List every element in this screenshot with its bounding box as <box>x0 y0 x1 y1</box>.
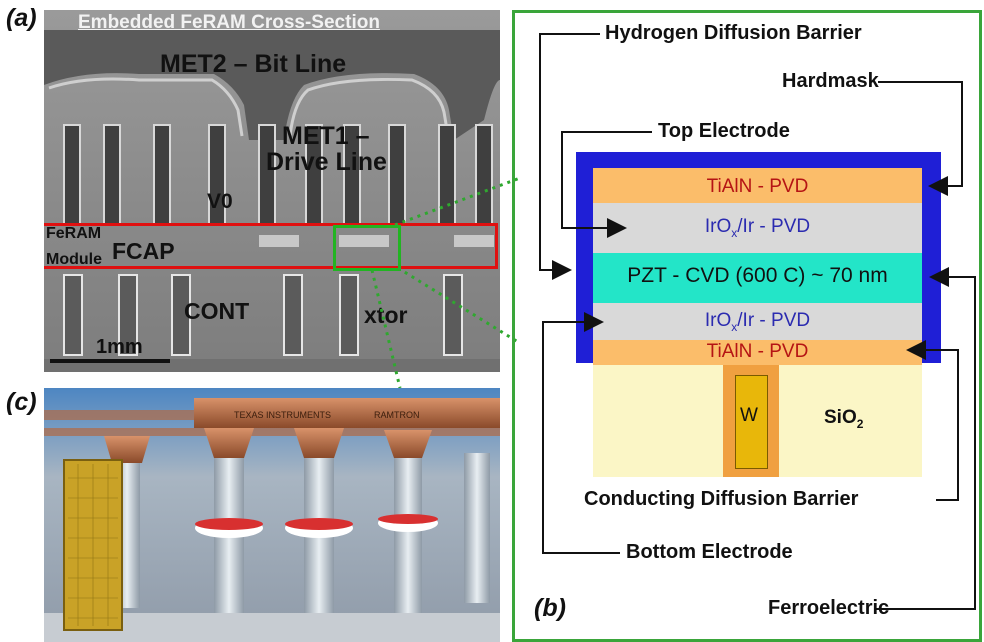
scale-bar-label: 1mm <box>96 336 143 358</box>
callout-top-electrode: Top Electrode <box>658 120 790 142</box>
tialn-bottom-text: TiAlN - PVD <box>706 341 809 362</box>
met2-label: MET2 – Bit Line <box>160 50 347 78</box>
irox-bottom-layer <box>593 303 922 343</box>
irox-top-text: IrOx/Ir - PVD <box>593 216 922 240</box>
panel-a-label: (a) <box>6 4 37 32</box>
panel-c-label: (c) <box>6 388 37 416</box>
irox-bottom-rest: /Ir - PVD <box>737 310 811 331</box>
irox-bottom-sub: x <box>731 319 738 334</box>
cont-label: CONT <box>184 298 250 324</box>
w-label: W <box>740 405 758 426</box>
callout-ferroelectric: Ferroelectric <box>768 597 890 619</box>
xtor-label: xtor <box>364 302 408 328</box>
pzt-layer <box>593 253 922 303</box>
irox-top-layer <box>593 203 922 253</box>
tungsten-plug <box>735 375 768 469</box>
chip-3d-rendering: TEXAS INSTRUMENTS RAMTRON <box>44 388 500 642</box>
sem-cross-section-image: Embedded FeRAM Cross-Section MET2 – Bit … <box>44 10 500 372</box>
sio2-main: SiO <box>824 407 857 428</box>
callout-hardmask: Hardmask <box>782 70 879 92</box>
tialn-top-layer <box>593 168 922 203</box>
tialn-bottom-layer <box>593 340 922 365</box>
panel-b-label: (b) <box>534 594 566 622</box>
met1-label-line2: Drive Line <box>266 148 387 176</box>
sio2-text: SiO2 <box>824 407 863 431</box>
callout-bottom-electrode: Bottom Electrode <box>626 541 793 563</box>
feram-label-line2: Module <box>46 251 102 268</box>
panel-b-frame <box>512 10 982 642</box>
irox-bottom-main: IrO <box>704 310 732 331</box>
irox-top-rest: /Ir - PVD <box>737 216 811 237</box>
chip-rendering-art: TEXAS INSTRUMENTS RAMTRON <box>44 388 500 642</box>
callout-conducting-barrier: Conducting Diffusion Barrier <box>584 488 859 510</box>
feram-module-box <box>44 223 498 269</box>
chip-text-ti: TEXAS INSTRUMENTS <box>234 410 331 420</box>
v0-label: V0 <box>207 190 233 213</box>
irox-top-sub: x <box>731 225 738 240</box>
fcap-label: FCAP <box>112 238 175 264</box>
pzt-text: PZT - CVD (600 C) ~ 70 nm <box>627 264 888 287</box>
callout-hydrogen-barrier: Hydrogen Diffusion Barrier <box>605 22 862 44</box>
met1-label-line1: MET1 – <box>282 122 370 150</box>
feram-label-line1: FeRAM <box>46 225 102 242</box>
tialn-top-text: TiAlN - PVD <box>706 176 809 197</box>
sem-title: Embedded FeRAM Cross-Section <box>78 12 380 33</box>
scale-bar <box>50 359 170 363</box>
irox-top-main: IrO <box>704 216 732 237</box>
zoom-region-box <box>333 225 401 271</box>
irox-bottom-text: IrOx/Ir - PVD <box>593 310 922 334</box>
chip-text-ramtron: RAMTRON <box>374 410 420 420</box>
sio2-sub: 2 <box>856 416 864 431</box>
sem-micrograph <box>44 10 500 372</box>
